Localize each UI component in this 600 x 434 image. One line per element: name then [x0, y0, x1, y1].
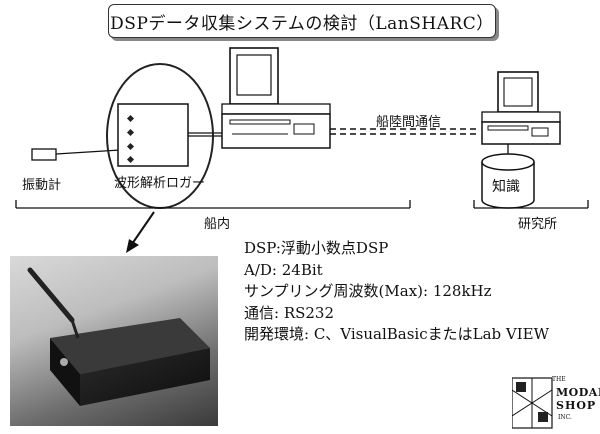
ship-link-dashed-line [330, 128, 480, 135]
onboard-bracket [15, 200, 411, 209]
lab-label: 研究所 [518, 217, 558, 232]
lab-bracket [473, 200, 589, 209]
logo-drawing [511, 377, 553, 429]
company-logo: THE MODAL SHOP INC. [511, 376, 600, 430]
device-photo [10, 256, 218, 426]
spec-comm: 通信: RS232 [244, 303, 335, 322]
spec-list: DSP:浮動小数点DSP A/D: 24Bit サンプリング周波数(Max): … [244, 238, 549, 346]
logger-box-icon [117, 103, 222, 167]
spec-ad: A/D: 24Bit [244, 260, 323, 279]
logo-inc: INC. [558, 414, 572, 421]
vibrometer-label: 振動計 [22, 178, 62, 193]
logo-line1: MODAL [556, 386, 600, 399]
lab-pc-icon [481, 71, 561, 160]
title-text: DSPデータ収集システムの検討（LanSHARC） [110, 13, 494, 34]
device-photo-drawing [27, 267, 210, 406]
ship-link-label: 船陸間通信 [376, 115, 442, 130]
knowledge-label: 知識 [492, 179, 520, 195]
logo-line2: SHOP [556, 399, 597, 412]
spec-sampling: サンプリング周波数(Max): 128kHz [244, 282, 492, 300]
vibrometer-sensor-icon [31, 148, 121, 161]
onboard-pc-icon [221, 47, 331, 149]
logo-the: THE [552, 376, 566, 383]
spec-dev-env: 開発環境: C、VisualBasicまたはLab VIEW [244, 325, 550, 343]
knowledge-database-icon [481, 153, 535, 209]
arrow-down-icon [126, 211, 155, 253]
spec-dsp: DSP:浮動小数点DSP [244, 239, 389, 257]
page-title: DSPデータ収集システムの検討（LanSHARC） [108, 4, 496, 38]
logger-label: 波形解析ロガー [114, 176, 206, 191]
onboard-label: 船内 [204, 217, 231, 232]
